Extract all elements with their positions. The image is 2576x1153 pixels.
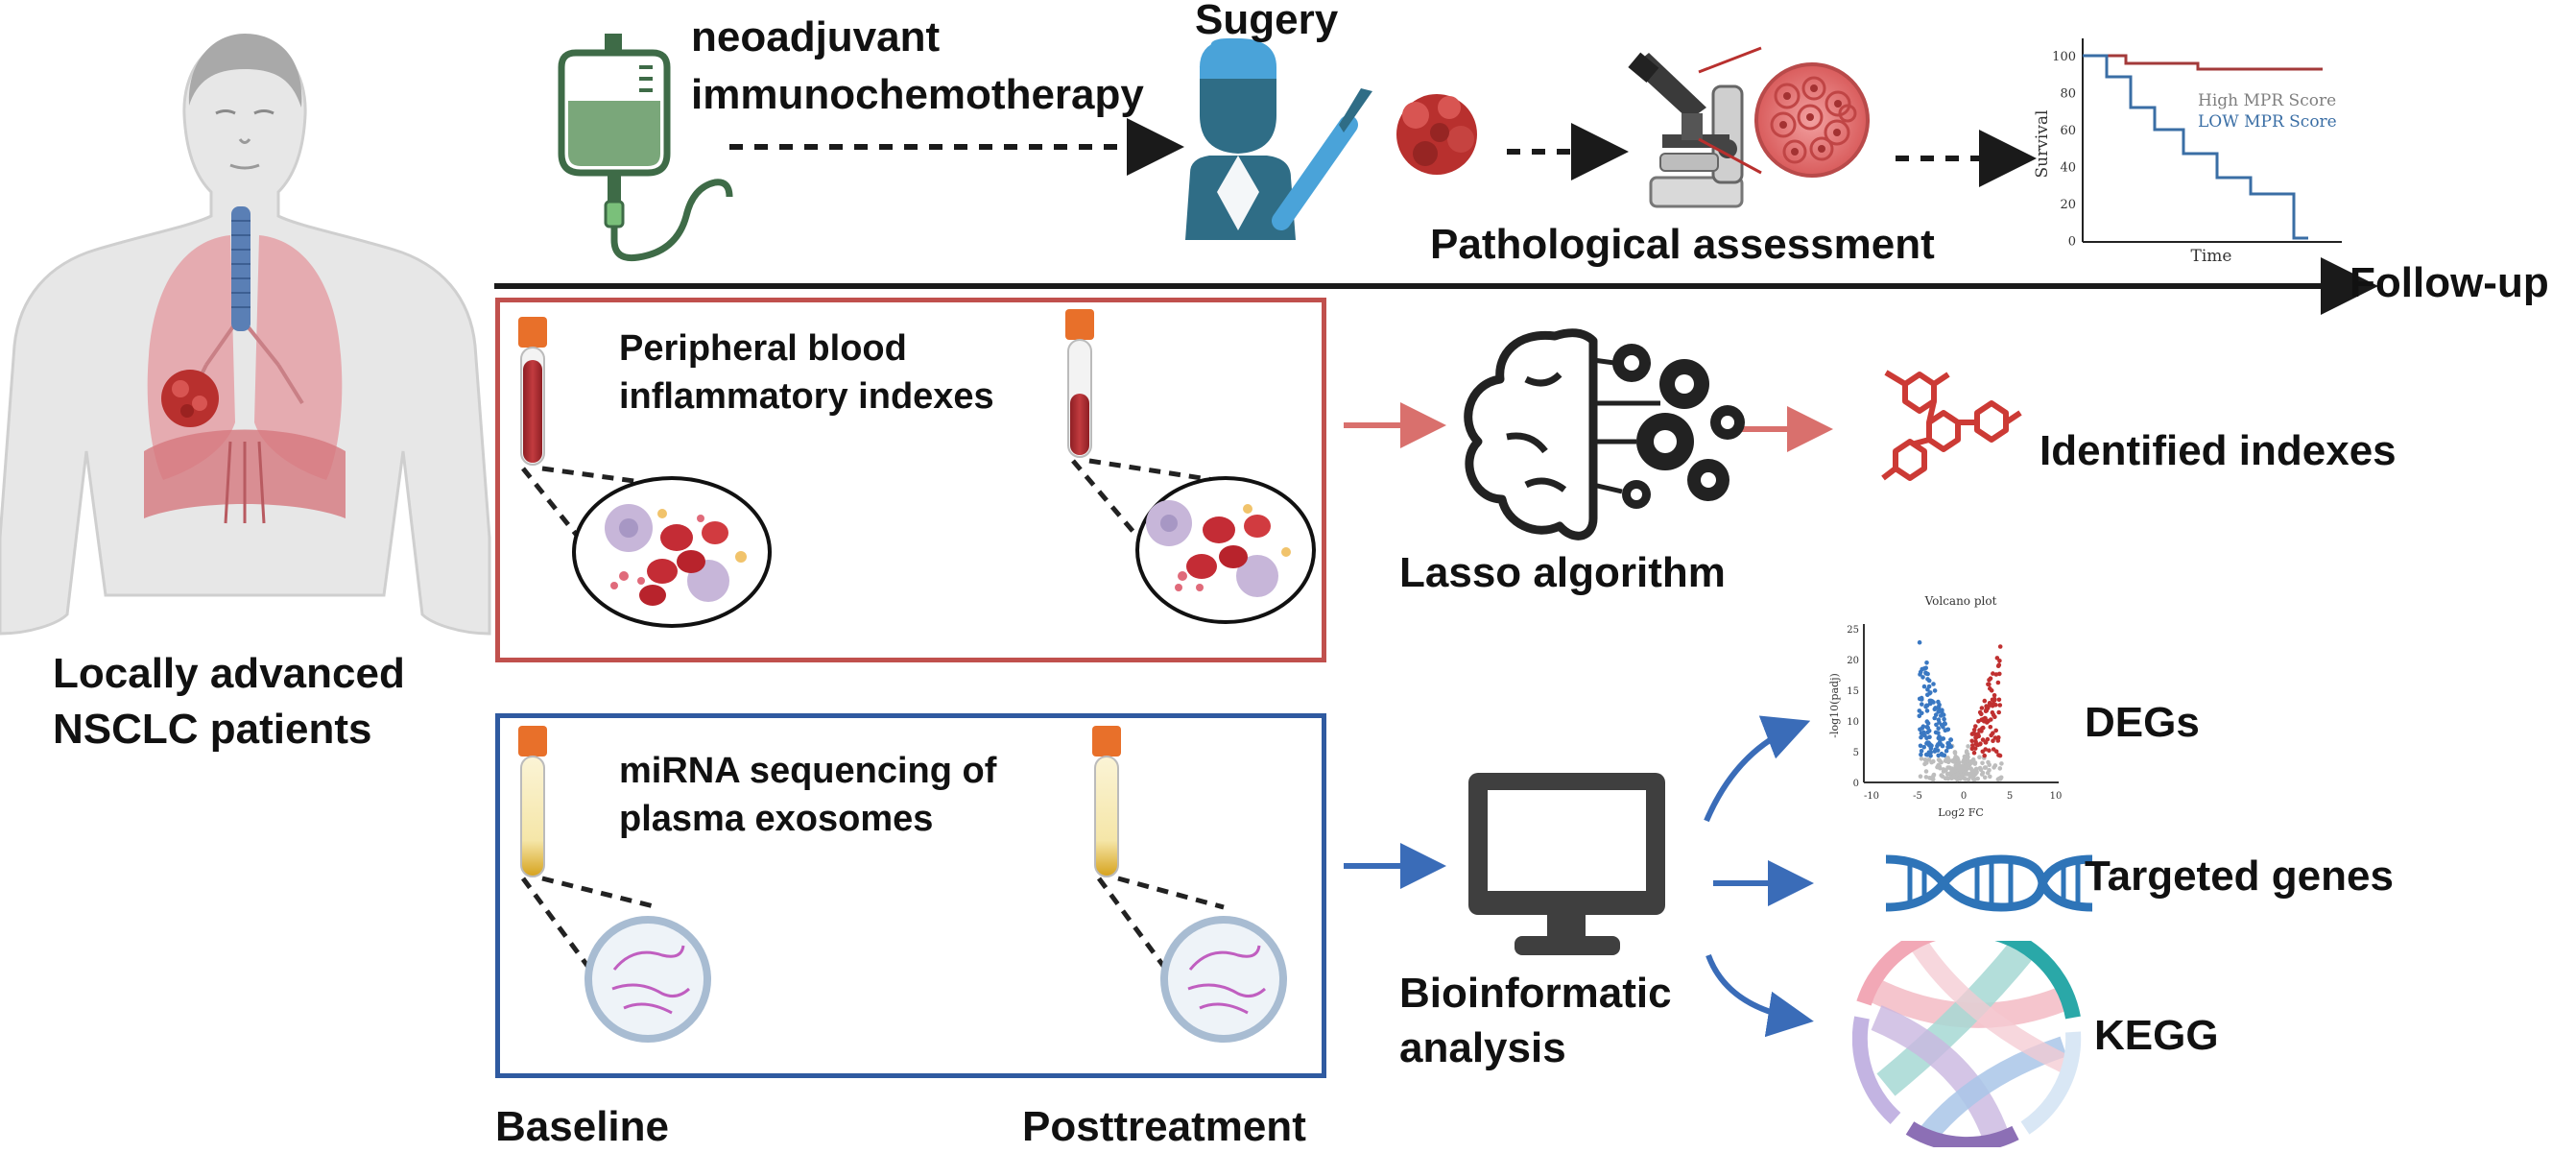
bioinfo-to-degs-arrow bbox=[1704, 715, 1811, 823]
computer-icon bbox=[1468, 773, 1665, 955]
survival-y-tick: 100 bbox=[2052, 50, 2076, 64]
surgeon-icon bbox=[1185, 37, 1372, 240]
bioinfo-label-line1: Bioinformatic bbox=[1399, 970, 1672, 1017]
volcano-x-tick: -10 bbox=[1864, 791, 1879, 802]
blood-label-line2: inflammatory indexes bbox=[619, 376, 994, 417]
therapy-label-line2: immunochemotherapy bbox=[691, 71, 1144, 118]
volcano-y-tick: 0 bbox=[1853, 779, 1859, 789]
therapy-label-line1: neoadjuvant bbox=[691, 13, 941, 60]
volcano-y-tick: 25 bbox=[1847, 625, 1859, 636]
surgery-label: Sugery bbox=[1195, 0, 1339, 43]
pathology-label: Pathological assessment bbox=[1430, 221, 1935, 268]
blood-tube-icon bbox=[518, 317, 547, 466]
patients-label-line2: NSCLC patients bbox=[53, 706, 372, 753]
lasso-label: Lasso algorithm bbox=[1399, 549, 1726, 596]
plasma-tube-icon bbox=[1092, 726, 1121, 877]
survival-legend-low: LOW MPR Score bbox=[2198, 112, 2337, 132]
patients-label-line1: Locally advanced bbox=[53, 650, 405, 697]
survival-x-label: Time bbox=[2191, 247, 2232, 266]
chord-diagram-icon bbox=[1852, 941, 2082, 1147]
volcano-plot: Volcano plot Log2 FC -log10(padj) -10 -5 0… bbox=[1828, 594, 2062, 819]
degs-label: DEGs bbox=[2085, 699, 2200, 746]
exosome-icon bbox=[1160, 916, 1287, 1043]
kegg-label: KEGG bbox=[2094, 1012, 2219, 1059]
mirna-sequencing-panel bbox=[495, 713, 1326, 1078]
targeted-label: Targeted genes bbox=[2085, 853, 2394, 900]
volcano-y-label: -log10(padj) bbox=[1828, 673, 1841, 738]
volcano-x-tick: -5 bbox=[1913, 791, 1922, 802]
survival-y-tick: 80 bbox=[2060, 87, 2076, 102]
brain-gears-icon bbox=[1464, 328, 1745, 540]
human-body-icon bbox=[0, 34, 491, 636]
plasma-tube-icon bbox=[518, 726, 547, 877]
blood-cells-icon bbox=[1135, 476, 1316, 624]
blood-label-line1: Peripheral blood bbox=[619, 328, 907, 369]
volcano-title: Volcano plot bbox=[1924, 594, 1997, 608]
mirna-label-line2: plasma exosomes bbox=[619, 799, 934, 839]
volcano-y-tick: 15 bbox=[1847, 686, 1859, 697]
dna-icon bbox=[1885, 854, 2093, 912]
survival-y-tick: 0 bbox=[2068, 235, 2076, 250]
survival-legend-high: High MPR Score bbox=[2198, 91, 2336, 110]
bioinfo-label-line2: analysis bbox=[1399, 1024, 1566, 1071]
survival-y-label: Survival bbox=[2033, 110, 2052, 179]
inflammatory-indexes-panel bbox=[495, 298, 1326, 662]
iv-bag-icon bbox=[558, 34, 733, 262]
survival-plot: Survival Time 100 80 60 40 20 0 High MPR Scor… bbox=[2033, 38, 2342, 266]
volcano-y-tick: 10 bbox=[1847, 717, 1859, 728]
volcano-x-tick: 10 bbox=[2050, 791, 2063, 802]
cells-icon bbox=[1754, 62, 1870, 178]
bioinfo-to-kegg-arrow bbox=[1705, 953, 1814, 1038]
volcano-y-tick: 20 bbox=[1847, 656, 1859, 666]
exosome-icon bbox=[584, 916, 711, 1043]
identified-label: Identified indexes bbox=[2039, 427, 2397, 474]
blood-cells-icon bbox=[572, 476, 772, 628]
blood-tube-icon bbox=[1065, 309, 1094, 458]
molecule-icon bbox=[1881, 370, 2022, 481]
mirna-label-line1: miRNA sequencing of bbox=[619, 751, 997, 791]
baseline-label: Baseline bbox=[495, 1103, 669, 1150]
volcano-y-tick: 5 bbox=[1853, 748, 1859, 758]
volcano-x-tick: 5 bbox=[2007, 791, 2013, 802]
followup-label: Follow-up bbox=[2349, 259, 2549, 306]
tumor-icon bbox=[1396, 94, 1477, 175]
volcano-x-tick: 0 bbox=[1961, 791, 1967, 802]
survival-y-tick: 60 bbox=[2060, 124, 2076, 138]
survival-y-tick: 20 bbox=[2060, 198, 2076, 212]
volcano-x-label: Log2 FC bbox=[1938, 806, 1984, 819]
survival-y-tick: 40 bbox=[2060, 161, 2076, 176]
posttreatment-label: Posttreatment bbox=[1022, 1103, 1306, 1150]
microscope-icon bbox=[1628, 46, 1762, 208]
